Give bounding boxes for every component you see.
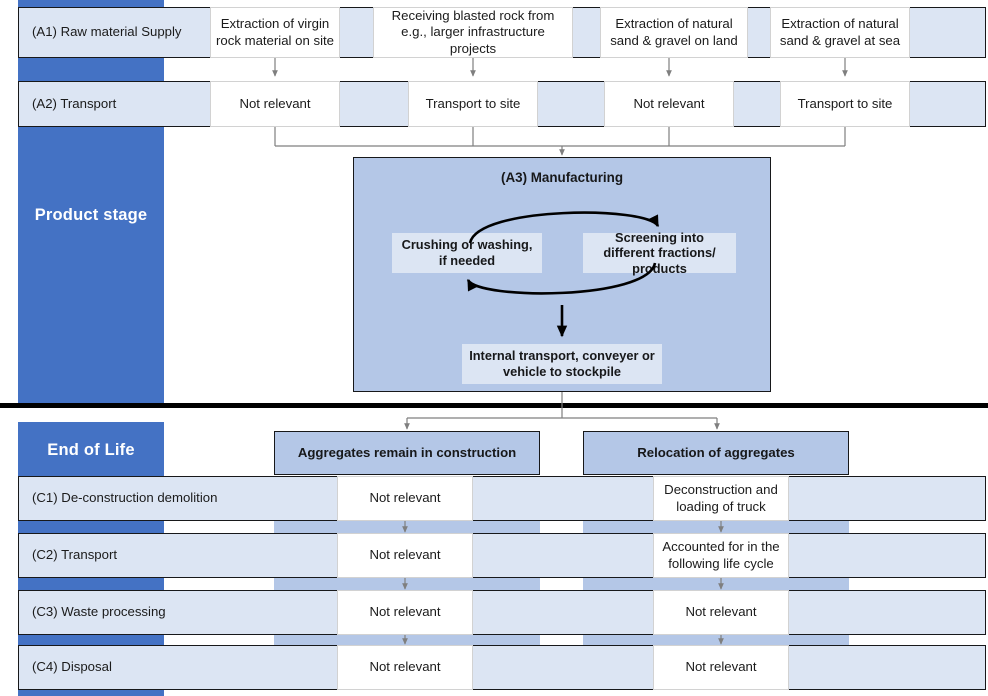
row-c2-bar (18, 533, 986, 578)
product-stage-label: Product stage (34, 205, 148, 224)
c3-scenario-a-cell[interactable]: Not relevant (337, 590, 473, 635)
row-c1-bar (18, 476, 986, 521)
row-c4-label: (C4) Disposal (32, 659, 112, 675)
a1-to-a2-arrows (272, 58, 848, 77)
eol-stripe-gap-8 (849, 576, 986, 594)
c4-scenario-a-cell[interactable]: Not relevant (337, 645, 473, 690)
manufacturing-crushing-box[interactable]: Crushing or washing, if needed (392, 233, 542, 273)
manufacturing-stockpile-box[interactable]: Internal transport, conveyer or vehicle … (462, 344, 662, 384)
c2-scenario-b-cell[interactable]: Accounted for in the following life cycl… (653, 533, 789, 578)
row-a2-label: (A2) Transport (32, 95, 117, 111)
row-c1-label: (C1) De-construction demolition (32, 490, 218, 506)
row-c4-bar (18, 645, 986, 690)
eol-stripe-gap-5 (540, 576, 583, 594)
a1-cell-2[interactable]: Receiving blasted rock from e.g., larger… (373, 7, 573, 58)
stage-separator (0, 403, 988, 408)
manufacturing-panel: (A3) Manufacturing Crushing or washing, … (353, 157, 771, 392)
c1-scenario-b-cell[interactable]: Deconstruction and loading of truck (653, 476, 789, 521)
product-stage-band (18, 0, 164, 404)
a2-to-a3-connector (274, 127, 846, 156)
a1-cell-1[interactable]: Extraction of virgin rock material on si… (210, 7, 340, 58)
c2-scenario-a-cell[interactable]: Not relevant (337, 533, 473, 578)
eol-stripe-gap-4 (540, 519, 583, 537)
eol-scenario-header-1[interactable]: Aggregates remain in construction (274, 431, 540, 475)
row-c2-label: (C2) Transport (32, 547, 118, 563)
manufacturing-screening-box[interactable]: Screening into different fractions/ prod… (583, 230, 736, 276)
eol-scenario-header-2[interactable]: Relocation of aggregates (583, 431, 849, 475)
row-a1-label: (A1) Raw material Supply (32, 24, 182, 40)
end-of-life-label: End of Life (47, 440, 135, 459)
a2-cell-2[interactable]: Transport to site (408, 81, 538, 127)
row-c3-bar (18, 590, 986, 635)
a2-cell-4[interactable]: Transport to site (780, 81, 910, 127)
eol-stripe-gap-7 (849, 519, 986, 537)
manufacturing-title: (A3) Manufacturing (501, 170, 623, 185)
c3-scenario-b-cell[interactable]: Not relevant (653, 590, 789, 635)
eol-stripe-gap-1 (164, 519, 274, 537)
a2-cell-1[interactable]: Not relevant (210, 81, 340, 127)
a1-cell-4[interactable]: Extraction of natural sand & gravel at s… (770, 7, 910, 58)
c1-scenario-a-cell[interactable]: Not relevant (337, 476, 473, 521)
a2-cell-3[interactable]: Not relevant (604, 81, 734, 127)
c4-scenario-b-cell[interactable]: Not relevant (653, 645, 789, 690)
a1-cell-3[interactable]: Extraction of natural sand & gravel on l… (600, 7, 748, 58)
eol-stripe-gap-2 (164, 576, 274, 594)
a3-to-eol-connector (404, 392, 720, 430)
row-c3-label: (C3) Waste processing (32, 604, 166, 620)
